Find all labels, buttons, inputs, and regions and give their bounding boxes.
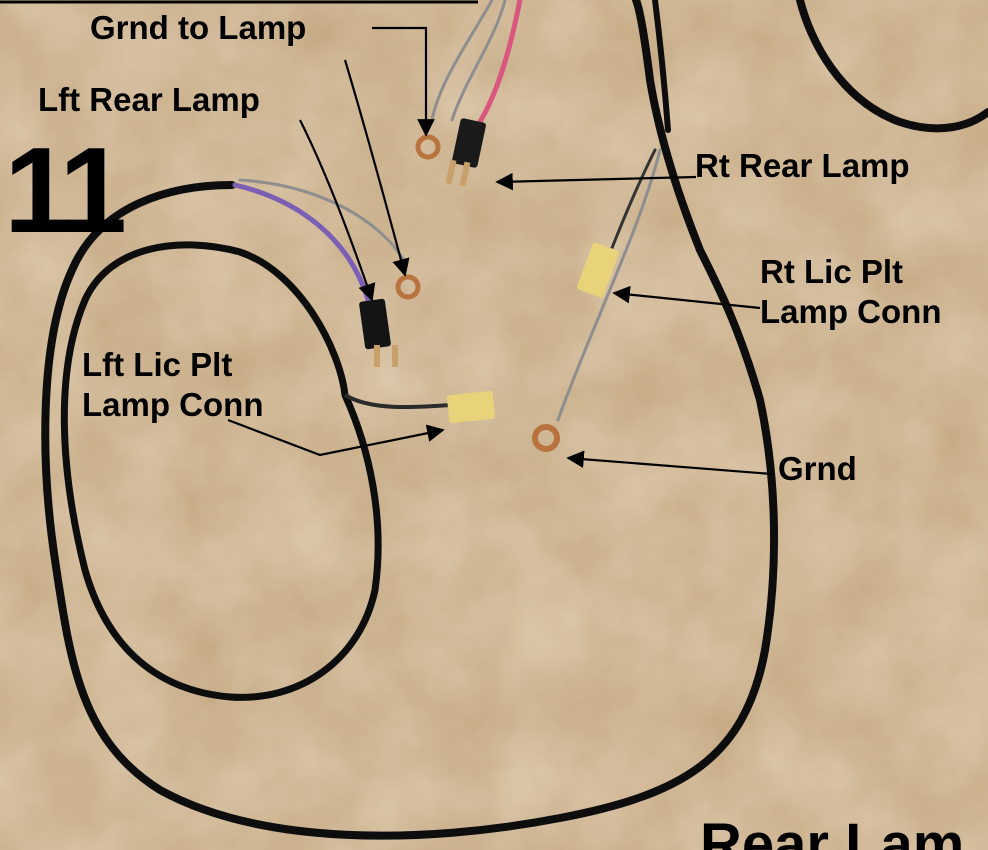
label-right-license-plate-lamp-conn: Rt Lic Plt Lamp Conn [760, 252, 941, 332]
slide-title: Rear Lam [700, 812, 965, 850]
harness-main [41, 0, 988, 840]
label-ground-to-lamp: Grnd to Lamp [90, 9, 307, 46]
ring-terminal-left [395, 274, 421, 300]
label-left-license-plate-line2: Lamp Conn [82, 386, 264, 423]
ring-terminal-ground [532, 424, 560, 452]
rt-lic-connector [577, 242, 619, 298]
annotation-leaders [227, 26, 773, 476]
label-left-license-plate-lamp-conn: Lft Lic Plt Lamp Conn [82, 345, 263, 425]
lft-lic-lead [343, 393, 451, 410]
label-left-license-plate-line1: Lft Lic Plt [82, 346, 233, 383]
label-right-license-plate-line1: Rt Lic Plt [760, 253, 904, 290]
rear-lamp-leads [430, 0, 523, 128]
label-right-license-plate-line2: Lamp Conn [760, 293, 942, 330]
label-right-rear-lamp: Rt Rear Lamp [695, 147, 910, 184]
lft-rear-lamp-connector [359, 298, 398, 367]
rt-lic-leads [556, 148, 662, 422]
label-ground: Grnd [778, 450, 857, 487]
label-left-rear-lamp: Lft Rear Lamp [38, 81, 260, 118]
left-leads [232, 178, 407, 303]
slide-number: 11 [4, 122, 127, 258]
lft-lic-connector [446, 390, 496, 424]
ring-terminal-top [415, 134, 441, 160]
rt-rear-lamp-connector [445, 118, 486, 187]
